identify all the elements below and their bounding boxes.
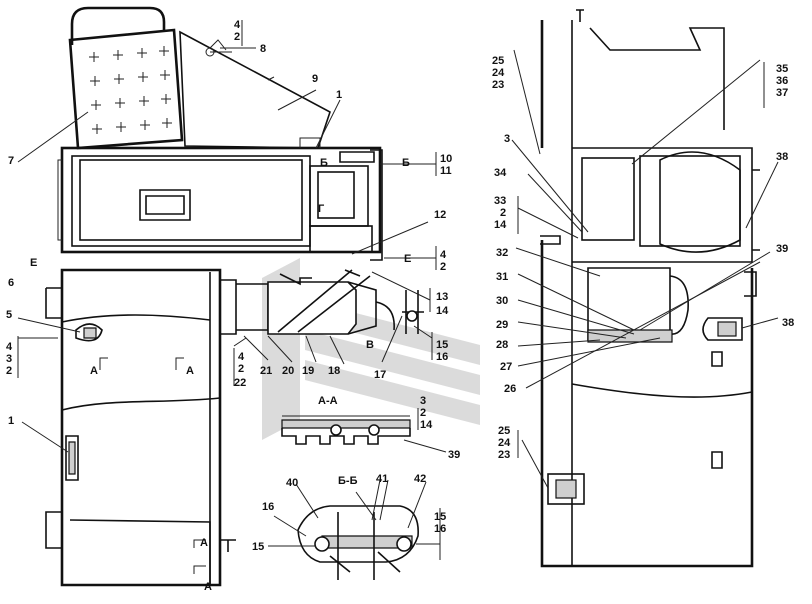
section-title-aa: А-А bbox=[318, 395, 338, 407]
callout-18: 18 bbox=[328, 365, 340, 377]
left-side-view bbox=[45, 268, 236, 587]
callout-39-right: 39 bbox=[776, 243, 788, 255]
callout-29: 29 bbox=[496, 319, 508, 331]
callout-31: 31 bbox=[496, 271, 508, 283]
callout-19: 19 bbox=[302, 365, 314, 377]
callout-stack-23-lower: 23 bbox=[498, 449, 510, 461]
callout-stack-2-right: 2 bbox=[500, 207, 506, 219]
callout-stack-2-aa: 2 bbox=[420, 407, 426, 419]
section-mark-a-bottom2: А bbox=[204, 581, 212, 593]
callout-1-side: 1 bbox=[8, 415, 14, 427]
callout-7: 7 bbox=[8, 155, 14, 167]
section-mark-a-left: А bbox=[90, 365, 98, 377]
callout-stack-10: 10 bbox=[440, 153, 452, 165]
callout-stack-4-mid2: 4 bbox=[238, 351, 245, 363]
leader-lines bbox=[17, 20, 779, 560]
callout-26: 26 bbox=[504, 383, 516, 395]
callout-28: 28 bbox=[496, 339, 508, 351]
callout-38-top: 38 bbox=[776, 151, 788, 163]
callout-5: 5 bbox=[6, 309, 12, 321]
callout-stack-11: 11 bbox=[440, 165, 452, 177]
callout-stack-25-lower: 25 bbox=[498, 425, 510, 437]
top-view bbox=[57, 6, 383, 261]
callout-stack-4-2-top-a: 4 bbox=[234, 19, 241, 31]
callout-20: 20 bbox=[282, 365, 294, 377]
callout-1-top: 1 bbox=[336, 89, 342, 101]
callout-stack-3-aa: 3 bbox=[420, 395, 426, 407]
section-a-a bbox=[281, 415, 411, 445]
callout-stack-33: 33 bbox=[494, 195, 506, 207]
callout-12: 12 bbox=[434, 209, 446, 221]
right-view bbox=[540, 9, 760, 568]
callout-stack-14: 14 bbox=[436, 305, 449, 317]
callout-stack-14-right: 14 bbox=[494, 219, 507, 231]
callout-stack-4-mid: 4 bbox=[440, 249, 447, 261]
callout-stack-16: 16 bbox=[436, 351, 448, 363]
callout-42: 42 bbox=[414, 473, 426, 485]
callout-stack-24-lower: 24 bbox=[498, 437, 511, 449]
section-mark-e-left: Е bbox=[30, 257, 37, 269]
callout-stack-22: 22 bbox=[234, 377, 246, 389]
callout-17: 17 bbox=[374, 369, 386, 381]
callout-21: 21 bbox=[260, 365, 272, 377]
callout-30: 30 bbox=[496, 295, 508, 307]
callout-15-bb: 15 bbox=[252, 541, 264, 553]
section-mark-b-right: Б bbox=[402, 157, 410, 169]
grid-crosses bbox=[89, 46, 172, 134]
callout-stack-14-aa: 14 bbox=[420, 419, 433, 431]
callout-stack-36: 36 bbox=[776, 75, 788, 87]
callout-3-right: 3 bbox=[504, 133, 510, 145]
callout-27: 27 bbox=[500, 361, 512, 373]
section-b-b bbox=[297, 505, 419, 580]
callout-16-bb: 16 bbox=[262, 501, 274, 513]
callout-stack-3-left: 3 bbox=[6, 353, 12, 365]
callout-stack-16-bb: 16 bbox=[434, 523, 446, 535]
callout-32: 32 bbox=[496, 247, 508, 259]
callout-stack-2-left: 2 bbox=[6, 365, 12, 377]
callout-stack-4-2-top-b: 2 bbox=[234, 31, 240, 43]
callout-stack-24-right: 24 bbox=[492, 67, 505, 79]
callout-41: 41 bbox=[376, 473, 388, 485]
callout-stack-23-right: 23 bbox=[492, 79, 504, 91]
callout-labels: 4 2 8 9 1 7 Б Б Г 10 11 12 4 2 Е Е 6 5 4… bbox=[6, 19, 794, 593]
callout-stack-25-right: 25 bbox=[492, 55, 504, 67]
section-title-bb: Б-Б bbox=[338, 475, 358, 487]
callout-stack-4-left: 4 bbox=[6, 341, 13, 353]
callout-stack-13: 13 bbox=[436, 291, 448, 303]
callout-stack-2-mid: 2 bbox=[440, 261, 446, 273]
center-hose-assembly bbox=[220, 269, 424, 335]
section-mark-g: Г bbox=[318, 203, 325, 215]
callout-38-right: 38 bbox=[782, 317, 794, 329]
callout-9: 9 bbox=[312, 73, 318, 85]
callout-8: 8 bbox=[260, 43, 266, 55]
section-mark-a-right: А bbox=[186, 365, 194, 377]
section-mark-v: В bbox=[366, 339, 374, 351]
callout-stack-37: 37 bbox=[776, 87, 788, 99]
callout-34: 34 bbox=[494, 167, 507, 179]
callout-6: 6 bbox=[8, 277, 14, 289]
callout-stack-2-mid2: 2 bbox=[238, 363, 244, 375]
callout-39-aa: 39 bbox=[448, 449, 460, 461]
section-mark-e-right: Е bbox=[404, 253, 411, 265]
callout-40: 40 bbox=[286, 477, 298, 489]
callout-stack-15-bb: 15 bbox=[434, 511, 446, 523]
callout-stack-15: 15 bbox=[436, 339, 448, 351]
callout-stack-35: 35 bbox=[776, 63, 788, 75]
section-mark-b-left: Б bbox=[320, 157, 328, 169]
section-mark-a-bottom1: А bbox=[200, 537, 208, 549]
